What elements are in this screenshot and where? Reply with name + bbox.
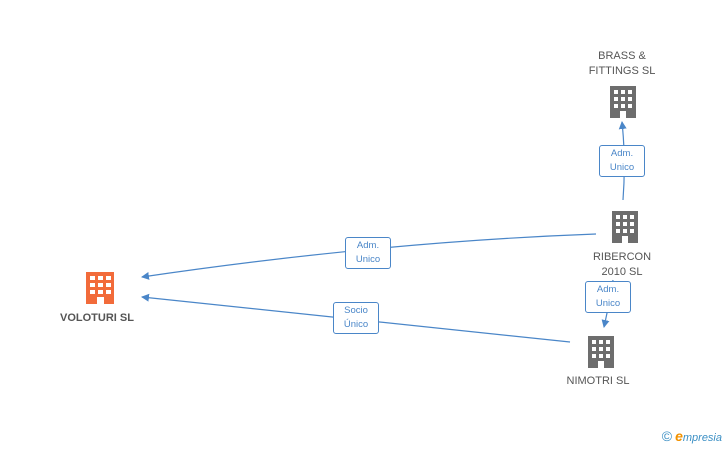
edge-label-line2: Único xyxy=(343,319,369,330)
edge-label-line2: Unico xyxy=(355,254,381,265)
empresia-watermark: © empresia xyxy=(662,428,722,444)
edge-label-line1: Socio xyxy=(344,305,368,316)
node-label-ribercon-line1: RIBERCON xyxy=(592,251,652,263)
brand-name: mpresia xyxy=(682,432,722,444)
node-label-voloturi[interactable]: VOLOTURI SL xyxy=(60,312,134,324)
edge-label-nimotri-voloturi[interactable]: Socio Único xyxy=(333,302,379,334)
edge-label-line1: Adm. xyxy=(356,240,380,251)
node-label-nimotri[interactable]: NIMOTRI SL xyxy=(566,375,630,387)
edge-label-ribercon-brass[interactable]: Adm. Unico xyxy=(599,145,645,177)
building-icon[interactable] xyxy=(612,211,638,243)
copyright-symbol: © xyxy=(661,428,673,444)
node-label-ribercon[interactable]: RIBERCON 2010 SL xyxy=(574,250,670,280)
edge-label-ribercon-nimotri[interactable]: Adm. Unico xyxy=(585,281,631,313)
node-label-brass-line1: BRASS & xyxy=(598,50,646,62)
edge-label-line1: Adm. xyxy=(610,148,634,159)
node-label-brass-line2: FITTINGS SL xyxy=(588,65,656,77)
node-label-ribercon-line2: 2010 SL xyxy=(601,266,643,278)
edge-label-line2: Unico xyxy=(609,162,635,173)
empresia-logo-icon: e xyxy=(675,428,683,444)
node-label-brass[interactable]: BRASS & FITTINGS SL xyxy=(570,49,674,79)
building-icon[interactable] xyxy=(588,336,614,368)
building-icon[interactable] xyxy=(610,86,636,118)
edge-label-ribercon-voloturi[interactable]: Adm. Unico xyxy=(345,237,391,269)
edge-label-line1: Adm. xyxy=(596,284,620,295)
building-icon[interactable] xyxy=(86,272,114,304)
edge-label-line2: Unico xyxy=(595,298,621,309)
